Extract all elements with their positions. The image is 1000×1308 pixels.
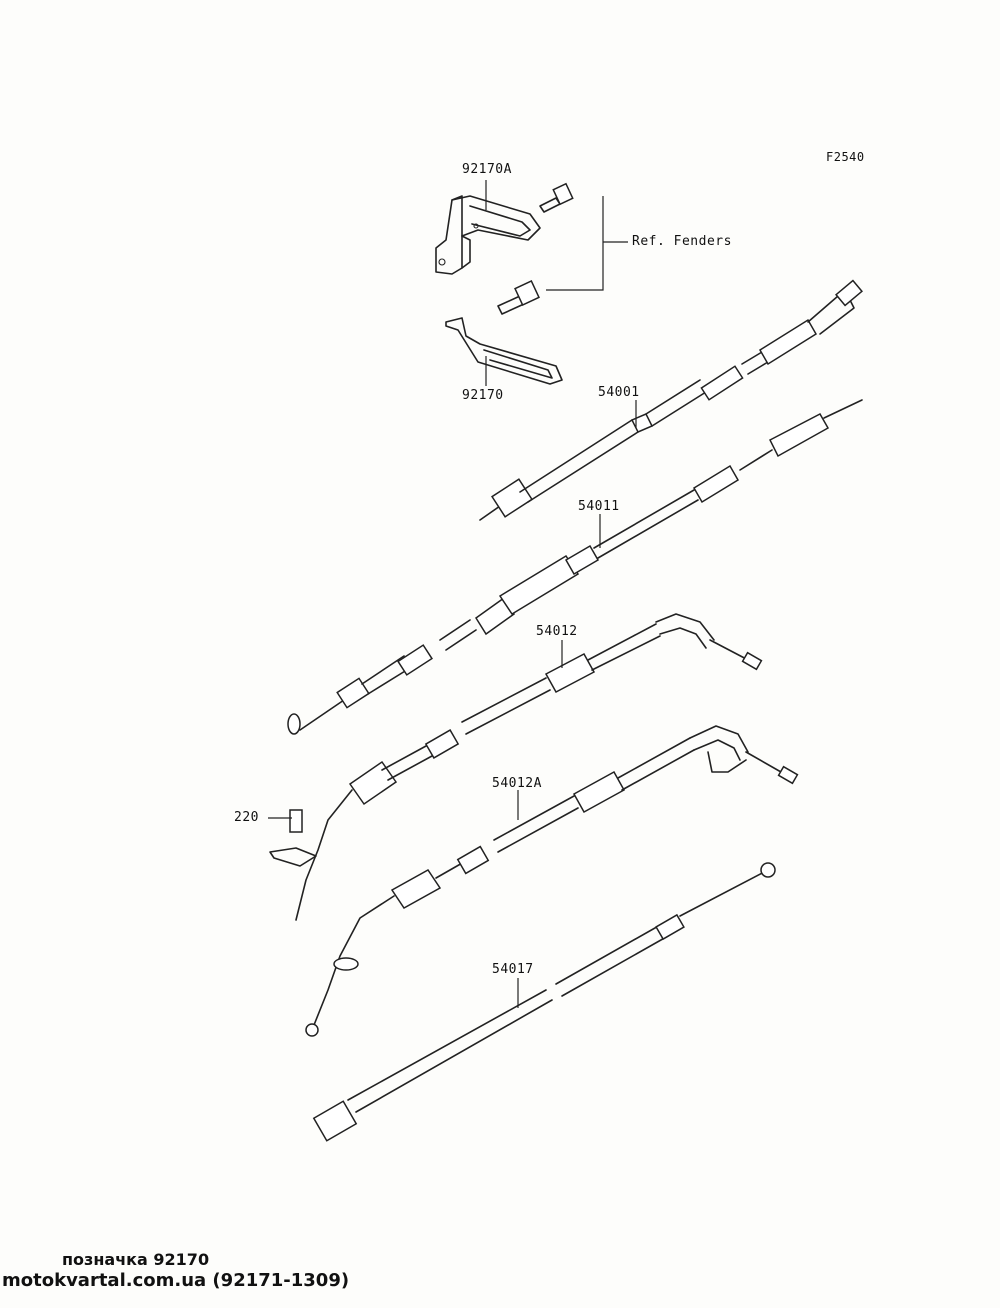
- part-label-92170: 92170: [462, 388, 504, 403]
- cable-54001: [479, 279, 863, 521]
- clamp-92170a: [435, 195, 541, 275]
- leader-lines: [268, 180, 637, 1008]
- part-label-54012a: 54012A: [492, 776, 542, 791]
- part-label-92170a: 92170A: [462, 162, 512, 177]
- part-label-220: 220: [234, 810, 259, 825]
- ref-note: Ref. Fenders: [632, 234, 732, 249]
- ref-fenders-bracket: [546, 196, 628, 291]
- footer-caption: позначка 92170: [62, 1250, 210, 1269]
- cable-54012: [295, 613, 763, 921]
- cable-54011: [287, 399, 863, 735]
- bolt-92170a: [539, 182, 574, 213]
- footer-source: motokvartal.com.ua (92171-1309): [2, 1270, 350, 1291]
- part-label-54012: 54012: [536, 624, 578, 639]
- cable-54017: [312, 862, 776, 1142]
- clamp-92170: [445, 317, 563, 385]
- cable-54012a: [305, 725, 799, 1037]
- part-label-54011: 54011: [578, 499, 620, 514]
- bracket-220: [269, 809, 317, 867]
- bolt-92170: [497, 280, 540, 315]
- part-label-54017: 54017: [492, 962, 534, 977]
- part-label-54001: 54001: [598, 385, 640, 400]
- diagram-code: F2540: [826, 150, 865, 164]
